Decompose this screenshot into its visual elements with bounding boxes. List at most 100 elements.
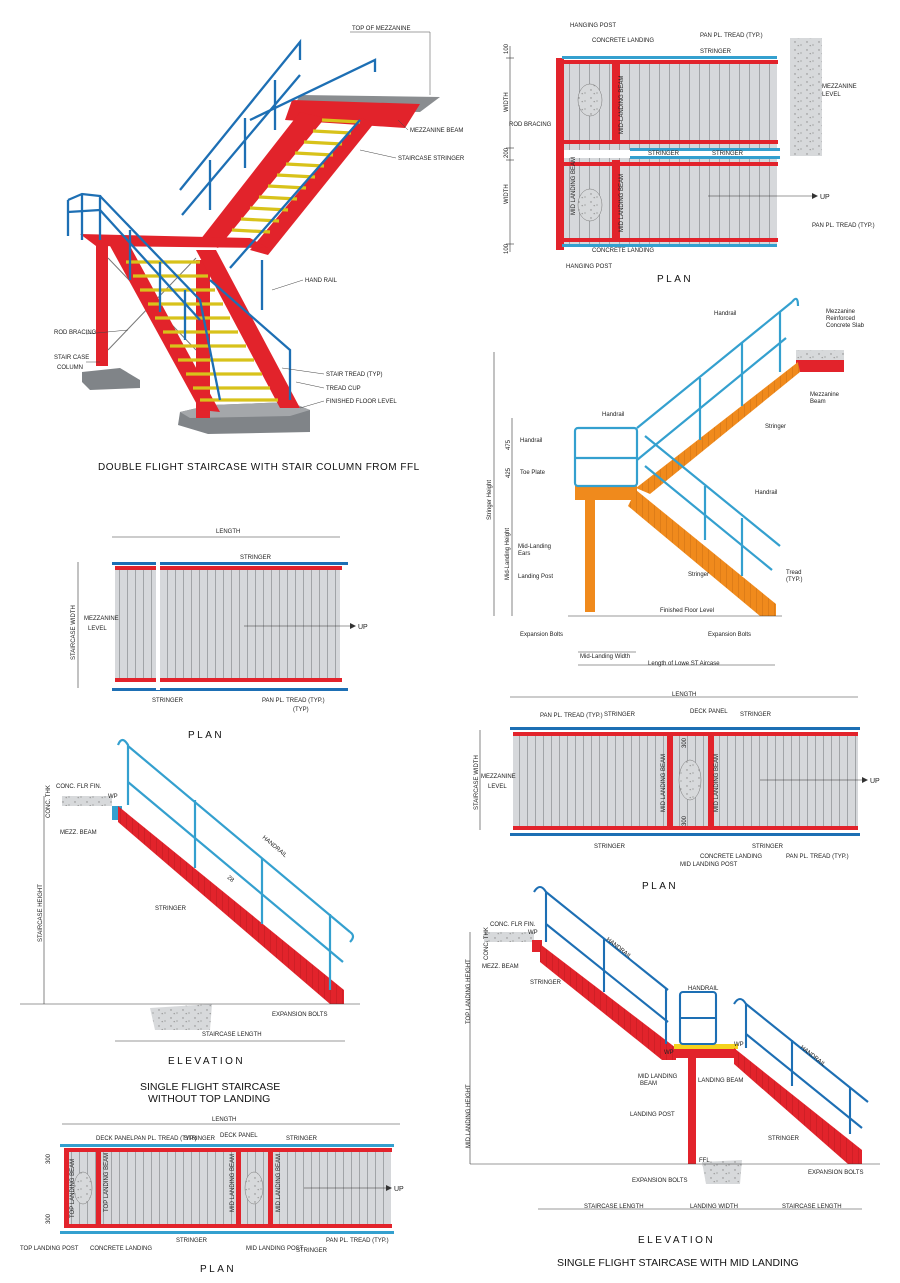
label-hand-rail: HAND RAIL <box>305 278 338 284</box>
label-dim-100-bottom: 100 <box>504 243 510 254</box>
label-deck-panel-1: DECK PANEL <box>96 1136 134 1142</box>
mezzanine-beam <box>796 360 844 372</box>
label-stringer-bottom: STRINGER <box>152 698 184 704</box>
label-handrail-top: Handrail <box>714 311 736 317</box>
landing-beam-left <box>556 58 564 250</box>
label-conc-flr-fin: CONC. FLR FIN. <box>490 922 536 928</box>
label-stringer-1: STRINGER <box>530 980 562 986</box>
mezzanine-wall <box>790 38 822 156</box>
label-landing-width: LANDING WIDTH <box>690 1204 738 1210</box>
label-mezz-beam-2: Beam <box>810 399 826 405</box>
label-top-landing-height: TOP LANDING HEIGHT <box>466 959 472 1024</box>
landing-post <box>688 1058 696 1164</box>
caption-double-flight: DOUBLE FLIGHT STAIRCASE WITH STAIR COLUM… <box>98 462 420 473</box>
label-stringer-top-2: STRINGER <box>740 712 772 718</box>
mid-landing-beam-left <box>236 1148 241 1228</box>
caption-elevation: ELEVATION <box>638 1235 715 1246</box>
up-arrow-icon <box>350 623 356 629</box>
lower-flight-stringer-left <box>110 246 220 412</box>
label-wp: WP <box>108 794 118 800</box>
mid-landing-beam-right <box>268 1148 273 1228</box>
label-stair-case: STAIR CASE <box>54 355 89 361</box>
label-mid-landing-beam-b: MID LANDING BEAM <box>571 157 577 215</box>
label-mid-landing-beam-a: MID-LANDING BEAM <box>619 76 625 134</box>
label-length: LENGTH <box>672 692 696 698</box>
label-staircase-length-2: STAIRCASE LENGTH <box>782 1204 842 1210</box>
label-width-top: WIDTH <box>504 92 510 112</box>
label-finished-floor-level: FINISHED FLOOR LEVEL <box>326 399 397 405</box>
label-mezz-slab-3: Concrete Slab <box>826 323 865 329</box>
elevation-single-flight: CONC. FLR FIN. WP MEZZ. BEAM STRINGER EX… <box>20 738 360 1105</box>
label-handrail-3: HANDRAIL <box>799 1045 827 1069</box>
label-conc-thk: CONC. THK <box>484 927 490 960</box>
mid-landing <box>676 1048 736 1058</box>
label-staircase-width: STAIRCASE WIDTH <box>71 605 77 660</box>
label-expansion-bolts-1: EXPANSION BOLTS <box>632 1178 687 1184</box>
label-mid-landing-beam-l: MID LANDING BEAM <box>661 754 667 812</box>
upper-flight-stringer-left <box>200 112 325 248</box>
label-tread-cup: TREAD CUP <box>326 386 361 392</box>
top-landing-beam-outer <box>64 1148 69 1228</box>
label-dim-100-top: 100 <box>504 43 510 54</box>
label-handrail-2: HANDRAIL <box>688 986 719 992</box>
label-stringer-top-1: STRINGER <box>604 712 636 718</box>
label-level: LEVEL <box>88 626 107 632</box>
label-dim-425: 425 <box>506 467 512 478</box>
label-mid-landing-height: Mid-Landing Height <box>505 528 511 580</box>
stringer-top-blue <box>510 727 860 730</box>
label-level: LEVEL <box>822 92 841 98</box>
label-stringer-bottom-2: STRINGER <box>752 844 784 850</box>
stringer-top-red <box>115 566 342 570</box>
concrete-landing <box>678 759 702 801</box>
label-dim-300-top: 300 <box>682 737 688 748</box>
label-level: LEVEL <box>488 784 507 790</box>
floor-slab-left <box>82 368 140 390</box>
label-mid-landing-beam-c: MID LANDING BEAM <box>619 174 625 232</box>
label-mid-landing-beam-b: MID LANDING BEAM <box>276 1154 282 1212</box>
elevation-single-with-mid-landing: CONC. FLR FIN. WP MEZZ. BEAM STRINGER HA… <box>466 885 880 1269</box>
label-wp-top: WP <box>528 930 538 936</box>
label-landing-post: LANDING POST <box>630 1112 675 1118</box>
up-arrow-icon <box>386 1185 392 1191</box>
label-mezzanine: MEZZANINE <box>822 84 857 90</box>
label-up: UP <box>870 778 880 785</box>
label-deck-panel-2: DECK PANEL <box>220 1133 258 1139</box>
plan-single-flight: LENGTH STRINGER MEZZANINE LEVEL STRINGER… <box>71 529 368 741</box>
mid-landing-platform <box>80 234 268 248</box>
label-rod-bracing: ROD BRACING <box>54 330 97 336</box>
label-mezz-slab-1: Mezzanine <box>826 309 856 315</box>
concrete-landing-upper <box>577 83 603 117</box>
caption-plan-single: PLAN <box>188 730 224 741</box>
iso-double-flight-staircase <box>66 38 440 434</box>
label-landing-beam: LANDING BEAM <box>698 1078 743 1084</box>
label-mid-landing-2: BEAM <box>640 1081 657 1087</box>
label-staircase-width: STAIRCASE WIDTH <box>474 755 480 810</box>
label-concrete-landing-top: CONCRETE LANDING <box>592 38 654 44</box>
label-top-landing-beam-a: TOP LANDING BEAM <box>70 1159 76 1218</box>
label-tread-2: (TYP.) <box>786 577 803 583</box>
title-single-flight-mid-landing: SINGLE FLIGHT STAIRCASE WITH MID LANDING <box>557 1257 799 1269</box>
handrail-single <box>116 738 355 990</box>
label-stair-tread: STAIR TREAD (TYP) <box>326 372 382 378</box>
label-mid-landing-post: MID LANDING POST <box>680 862 738 868</box>
mezz-beam <box>532 940 542 952</box>
label-length-lower: Length of Lowe ST Aircase <box>648 661 720 667</box>
stringer-bottom-red <box>64 1224 392 1228</box>
staircase-column-left <box>96 246 108 366</box>
label-handrail: HANDRAIL <box>261 835 289 860</box>
stringer-bottom-red <box>513 826 858 830</box>
label-toe-plate: Toe Plate <box>520 470 546 476</box>
concrete-landing-lower <box>577 188 603 222</box>
label-up: UP <box>820 194 830 201</box>
label-expansion-bolts: EXPANSION BOLTS <box>272 1012 327 1018</box>
mid-landing-beam-right <box>708 732 714 830</box>
lower-stringer <box>734 1048 862 1164</box>
label-stringer-upper: Stringer <box>765 424 786 430</box>
mezz-beam <box>112 806 122 820</box>
top-concrete-landing <box>73 1171 93 1205</box>
plan-double-flight: HANGING POST CONCRETE LANDING PAN PL. TR… <box>504 23 875 285</box>
upper-stringer <box>540 944 676 1060</box>
label-column: COLUMN <box>57 365 83 371</box>
mid-concrete-landing <box>244 1171 264 1205</box>
label-dim-300-bottom: 300 <box>46 1213 52 1224</box>
